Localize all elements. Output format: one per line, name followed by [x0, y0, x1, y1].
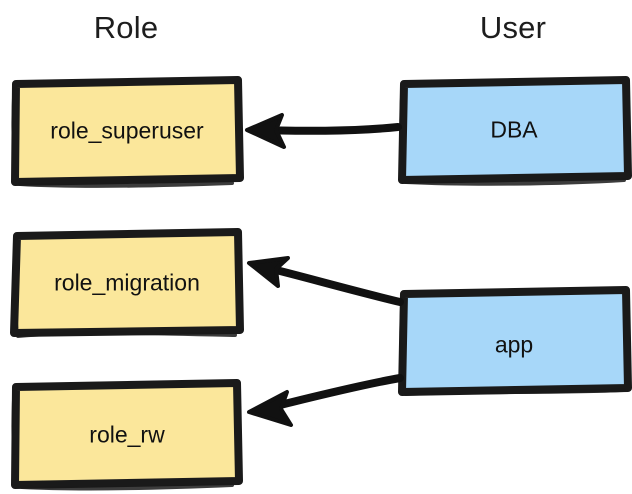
edge-dba-to-role-superuser [245, 113, 402, 149]
node-app-sketch-bottom [404, 388, 626, 396]
node-role-superuser-sketch-bottom [18, 181, 234, 188]
node-role-migration-sketch-left [12, 238, 19, 330]
node-role-rw-sketch-left [11, 389, 18, 481]
edge-dba-to-role-superuser-arrowhead [245, 113, 286, 149]
column-header-user: User [479, 10, 547, 45]
node-role-superuser-sketch-left [11, 86, 18, 178]
node-dba-shape [398, 76, 632, 184]
node-role-rw[interactable] [11, 379, 243, 491]
node-role-rw-shape [11, 379, 243, 489]
edge-app-to-role-rw-arrowhead [247, 390, 293, 427]
node-role-rw-sketch-bottom [20, 483, 234, 491]
node-app-shape [398, 286, 632, 396]
node-app[interactable] [398, 286, 632, 396]
edge-app-to-role-migration-arrowhead [247, 256, 290, 288]
node-dba-sketch-left [399, 86, 406, 176]
node-dba[interactable] [398, 76, 632, 186]
column-header-role: Role [93, 10, 159, 45]
node-role-migration-shape [10, 228, 244, 337]
edge-app-to-role-rw-line [268, 374, 404, 411]
edge-app-to-role-rw [247, 374, 404, 427]
node-role-superuser-shape [11, 76, 244, 186]
edge-app-to-role-migration-line [264, 264, 404, 306]
edge-app-to-role-migration [247, 256, 404, 306]
node-role-migration-sketch-bottom [16, 330, 237, 338]
node-role-migration[interactable] [10, 228, 244, 338]
node-role-superuser[interactable] [11, 76, 244, 188]
node-dba-sketch-bottom [404, 178, 626, 186]
